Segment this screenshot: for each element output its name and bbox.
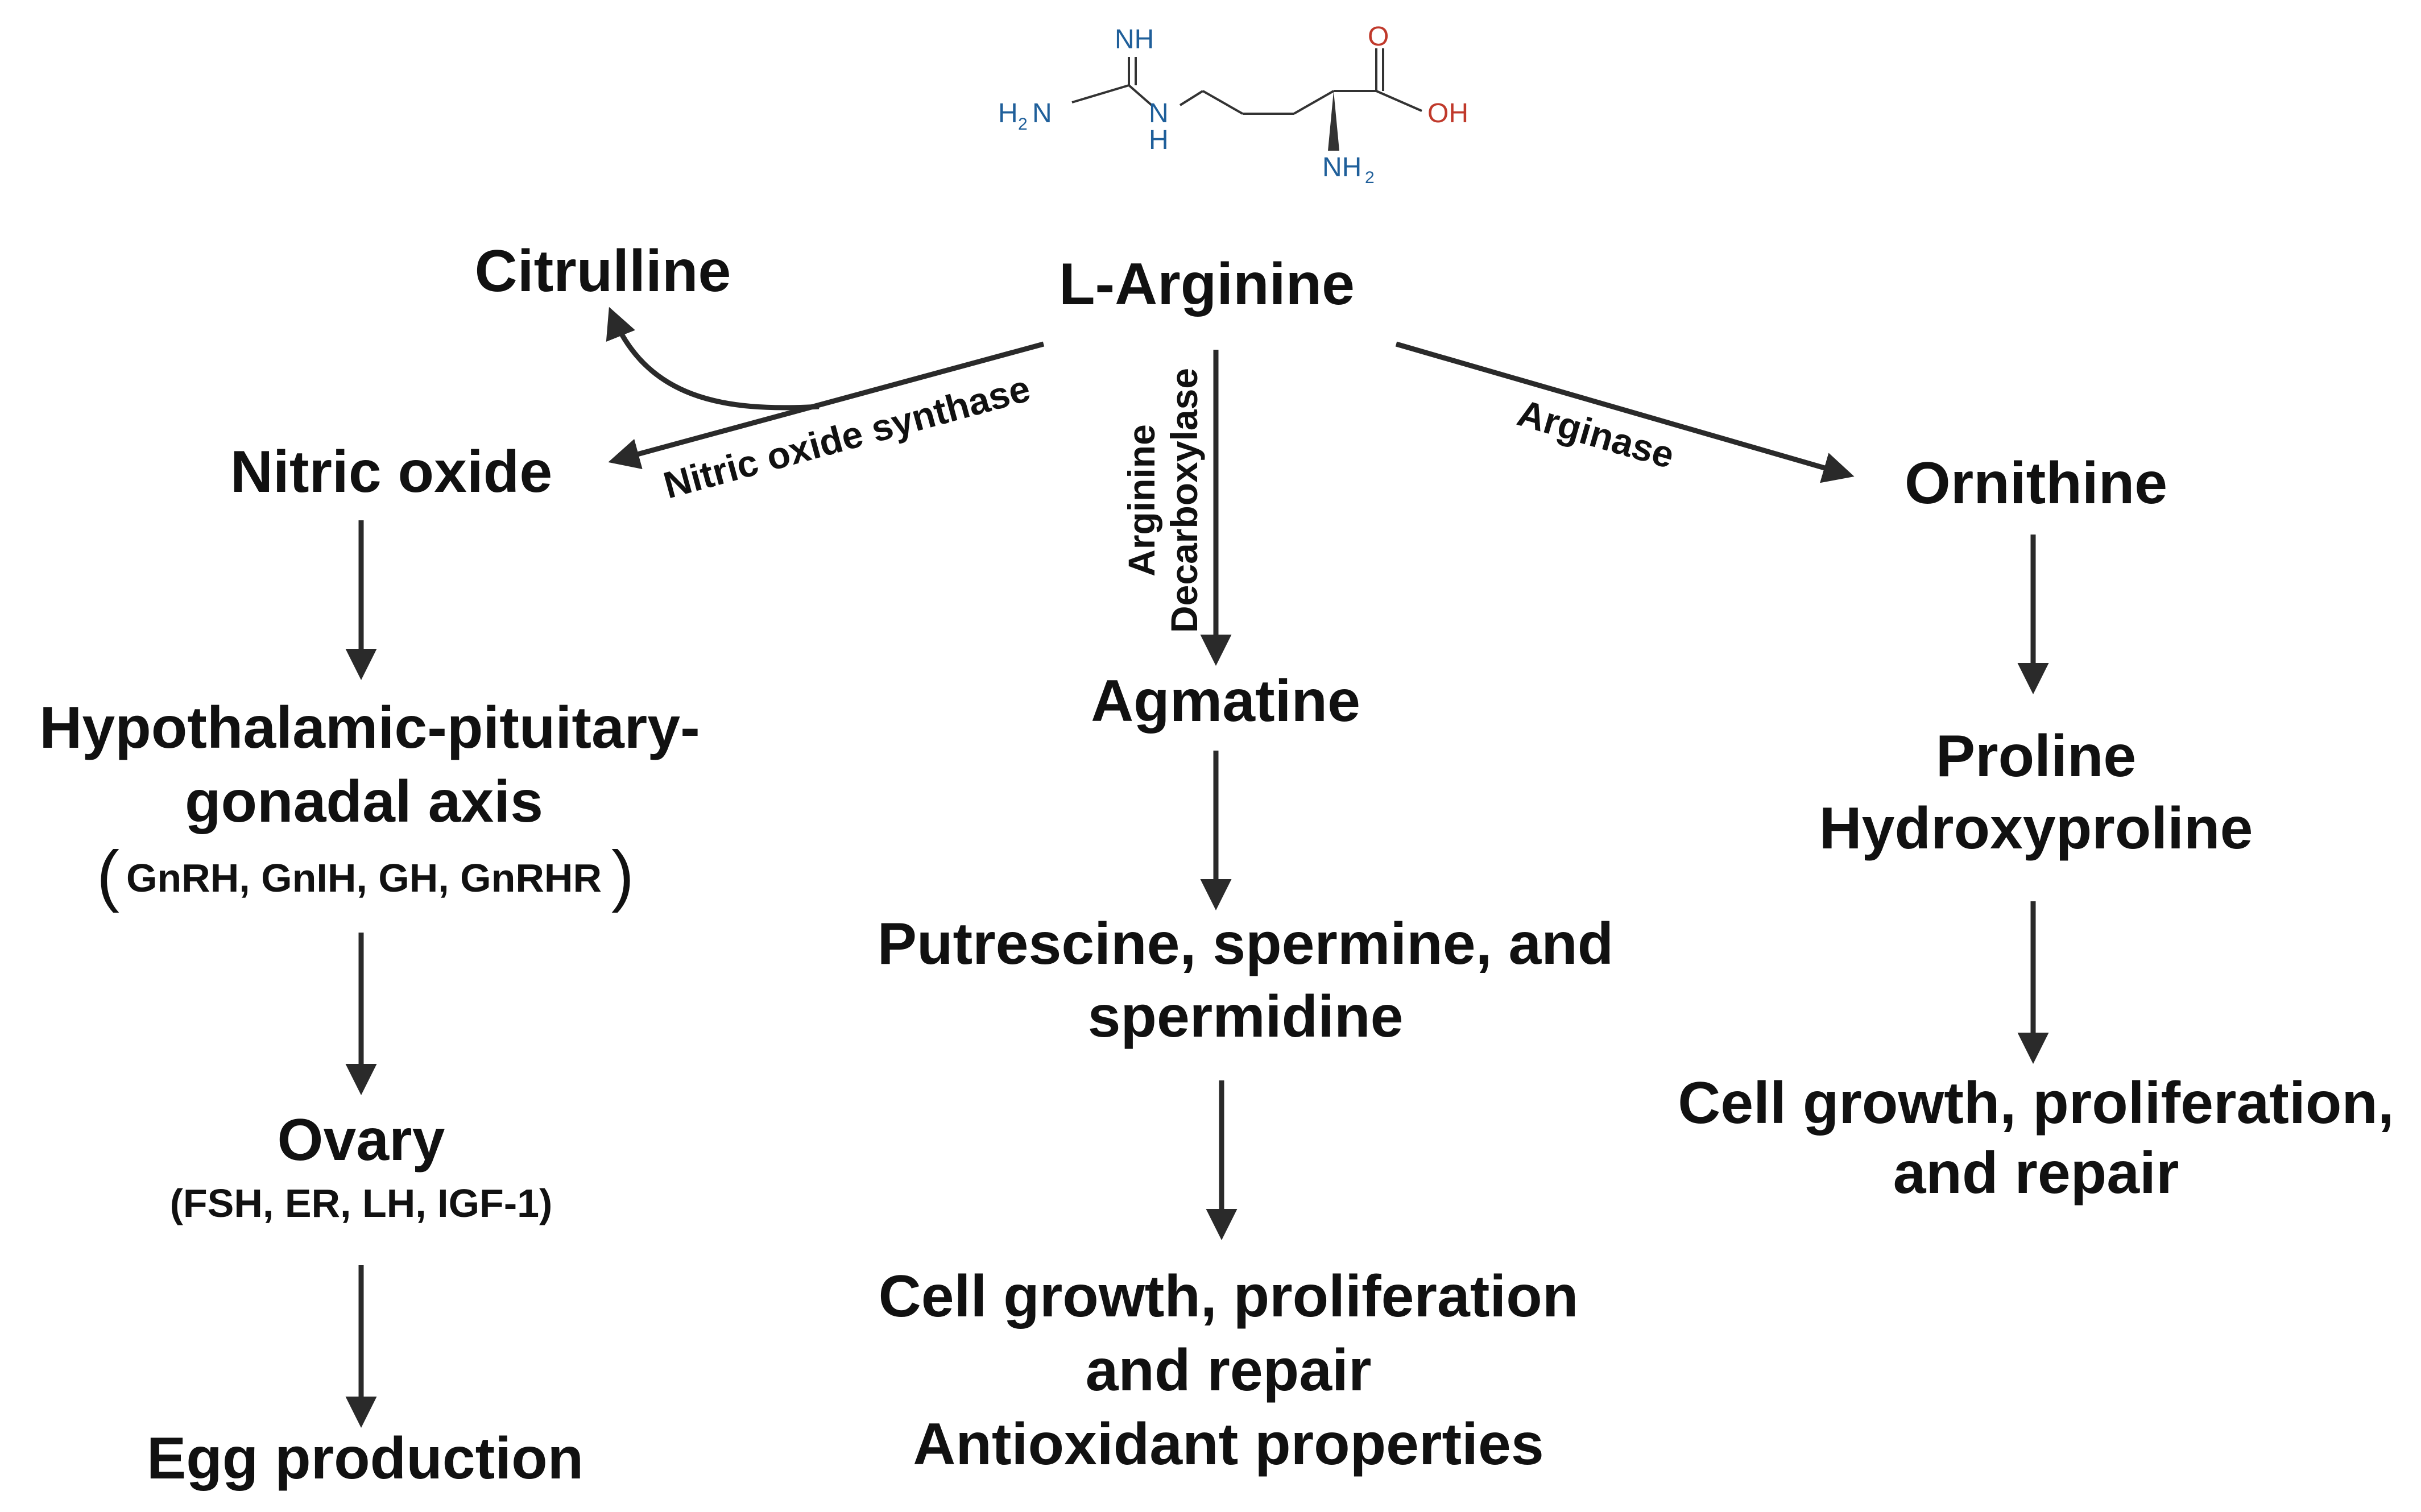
bond-h2n-c xyxy=(1071,84,1129,103)
node-ovary: Ovary xyxy=(278,1107,445,1173)
node-l-arginine: L-Arginine xyxy=(1059,251,1355,317)
hpg-hormones: ( GnRH, GnIH, GH, GnRHR ) xyxy=(97,837,634,913)
node-polyamines-line2: spermidine xyxy=(1088,984,1404,1050)
node-polyamines-line1: Putrescine, spermine, and xyxy=(878,911,1614,977)
node-proline: Proline xyxy=(1936,723,2137,789)
node-citrulline: Citrulline xyxy=(475,238,731,304)
node-right-outcome-line1: Cell growth, proliferation, xyxy=(1678,1070,2394,1136)
hpg-paren-open: ( xyxy=(97,837,119,913)
bond-c3-ca xyxy=(1293,90,1334,115)
bond-c1-c2 xyxy=(1202,90,1243,115)
arginine-structure: NH H 2 N N H O OH NH 2 xyxy=(998,22,1468,187)
node-mid-outcome-line1: Cell growth, proliferation xyxy=(879,1264,1579,1329)
node-right-outcome-line2: and repair xyxy=(1893,1140,2179,1206)
pathway-arrows xyxy=(345,306,2049,1428)
enzyme-nitric-oxide-synthase: Nitric oxide synthase xyxy=(659,367,1034,506)
arrow-to-citrulline xyxy=(606,306,820,411)
enzyme-arginine-label: Arginine xyxy=(1120,424,1162,577)
bond-n-c1 xyxy=(1179,90,1204,106)
atom-amine-left-n: N xyxy=(1032,98,1052,129)
atom-amine-left-sub: 2 xyxy=(1018,115,1028,134)
node-agmatine: Agmatine xyxy=(1091,668,1360,734)
atom-alpha-sub: 2 xyxy=(1365,168,1375,187)
atom-linker-n: N xyxy=(1149,98,1169,129)
atom-alpha-nh: NH xyxy=(1322,152,1361,183)
node-ovary-hormones: (FSH, ER, LH, IGF-1) xyxy=(170,1181,553,1225)
node-mid-outcome-line2: and repair xyxy=(1086,1337,1372,1403)
bond-c-n xyxy=(1128,84,1153,106)
node-nitric-oxide: Nitric oxide xyxy=(230,439,552,505)
enzyme-decarboxylase-label: Decarboxylase xyxy=(1163,368,1205,633)
node-hpg-line1: Hypothalamic-pituitary- xyxy=(39,695,700,761)
hpg-paren-close: ) xyxy=(611,837,634,913)
hpg-hormones-text: GnRH, GnIH, GH, GnRHR xyxy=(126,856,602,900)
arrow-arginine-to-ornithine xyxy=(1395,341,1855,483)
atom-carbonyl-o: O xyxy=(1368,22,1389,52)
wedge-bond xyxy=(1328,91,1339,151)
node-hydroxyproline: Hydroxyproline xyxy=(1819,796,2253,861)
arrow-arginine-to-no xyxy=(608,341,1045,470)
atom-amine-left-h: H xyxy=(998,98,1018,129)
atom-imine-n: NH xyxy=(1115,24,1154,55)
node-hpg-line2: gonadal axis xyxy=(185,769,543,835)
atom-linker-h: H xyxy=(1149,125,1169,155)
node-egg-production: Egg production xyxy=(147,1426,583,1492)
node-ornithine: Ornithine xyxy=(1905,450,2167,516)
node-mid-outcome-line3: Antioxidant properties xyxy=(913,1411,1543,1477)
bond-c-oh xyxy=(1376,90,1422,112)
atom-hydroxyl: OH xyxy=(1427,98,1468,129)
